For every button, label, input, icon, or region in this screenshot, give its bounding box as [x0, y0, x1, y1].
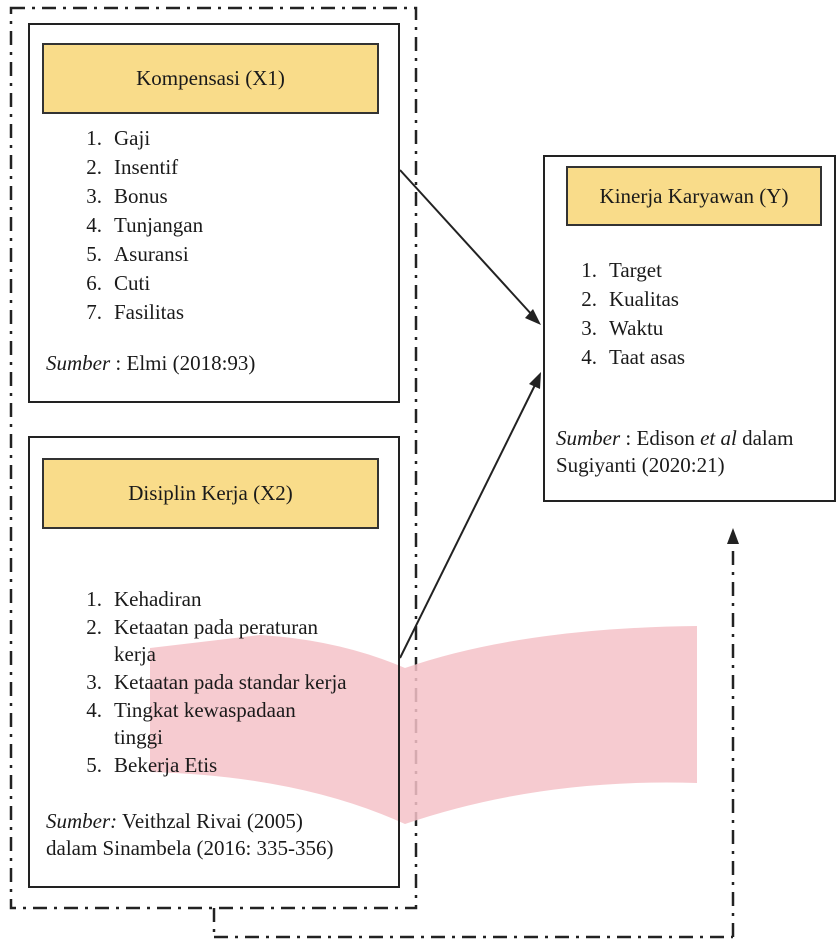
source-author: : Edison: [620, 426, 701, 450]
list-item: 1.Gaji: [86, 126, 151, 150]
source-line1: Veithzal Rivai (2005): [117, 809, 303, 833]
list-item: 5.Asuransi: [86, 242, 189, 266]
discipline-source: Sumber: Veithzal Rivai (2005) dalam Sina…: [46, 808, 391, 862]
arrowhead-x1: [525, 309, 541, 325]
arrowhead-x2: [529, 372, 541, 389]
list-item: 2.Ketaatan pada peraturan kerja: [86, 615, 319, 666]
list-item: 4.Tunjangan: [86, 213, 204, 237]
list-item: 5.Bekerja Etis: [86, 753, 218, 777]
list-item: 7.Fasilitas: [86, 300, 185, 324]
list-item: 4.Tingkat kewaspadaan tinggi: [86, 698, 296, 749]
list-item: 1.Kehadiran: [86, 587, 202, 611]
performance-title: Kinerja Karyawan (Y): [566, 166, 822, 226]
compensation-title: Kompensasi (X1): [42, 43, 379, 114]
arrow-x2-to-y: [399, 384, 536, 659]
source-text: : Elmi (2018:93): [110, 351, 256, 375]
source-label: Sumber:: [46, 809, 118, 833]
source-line2: Sugiyanti (2020:21): [556, 453, 725, 477]
group-frame-dashed: [9, 6, 418, 910]
compensation-source: Sumber : Elmi (2018:93): [46, 350, 255, 377]
source-label: Sumber: [46, 351, 111, 375]
list-item: 6.Cuti: [86, 271, 151, 295]
dashed-arrowhead: [727, 528, 739, 544]
list-item: 2.Insentif: [86, 155, 179, 179]
list-item: 1.Target: [581, 258, 662, 282]
list-item: 4.Taat asas: [581, 345, 686, 369]
performance-source: Sumber : Edison et al dalam Sugiyanti (2…: [556, 425, 836, 479]
source-etal: et al: [700, 426, 737, 450]
discipline-title: Disiplin Kerja (X2): [42, 458, 379, 529]
list-item: 3.Bonus: [86, 184, 168, 208]
arrow-x1-to-y: [399, 169, 534, 317]
list-item: 2.Kualitas: [581, 287, 679, 311]
compensation-indicator-list: 1.Gaji 2.Insentif 3.Bonus 4.Tunjangan 5.…: [72, 124, 392, 327]
discipline-box: [28, 436, 400, 888]
source-line2: dalam Sinambela (2016: 335-356): [46, 836, 334, 860]
list-item: 3.Ketaatan pada standar kerja: [86, 670, 347, 694]
discipline-indicator-list: 1.Kehadiran 2.Ketaatan pada peraturan ke…: [72, 586, 392, 779]
list-item: 3.Waktu: [581, 316, 664, 340]
performance-indicator-list: 1.Target 2.Kualitas 3.Waktu 4.Taat asas: [567, 256, 817, 372]
source-label: Sumber: [556, 426, 621, 450]
source-rest: dalam: [736, 426, 794, 450]
